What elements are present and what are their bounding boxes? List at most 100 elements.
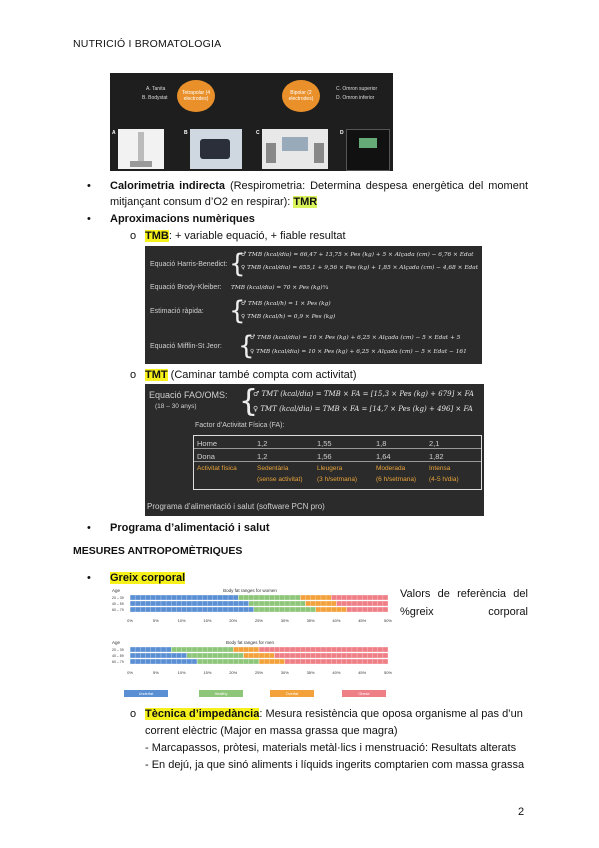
x-tick-label: 35% [307, 670, 315, 675]
tmb-line: TMB: + variable equació, + fiable result… [145, 228, 346, 244]
bar-segment-underfat [129, 600, 249, 607]
harris-benedict-label: Equació Harris-Benedict: [150, 261, 228, 268]
estimacio-rapida-male: ♂ TMB (kcal/h) = 1 × Pes (kg) [241, 301, 331, 307]
fa-cell: (sense activitat) [257, 476, 303, 483]
page-header: NUTRICIÓ I BROMATOLOGIA [73, 38, 222, 50]
bar-segment-healthy [186, 652, 244, 659]
x-tick-label: 45% [358, 670, 366, 675]
fa-cell: Moderada [376, 465, 406, 472]
x-tick-label: 15% [203, 670, 211, 675]
chart-title: Body fat ranges for women [223, 588, 277, 593]
x-tick-label: 30% [281, 670, 289, 675]
fa-cell: Activitat física [197, 465, 237, 472]
tmr-tag: TMR [293, 196, 318, 208]
device-omron-superior-image [262, 129, 328, 169]
legend-label: Underfat [139, 692, 155, 696]
harris-benedict-female: ♀ TMB (kcal/dia) = 655,1 + 9,56 × Pes (k… [241, 265, 479, 271]
bar-segment-obese [331, 594, 389, 601]
fa-table [193, 435, 482, 490]
fa-cell: Sedentària [257, 465, 289, 472]
fa-cell: 1,64 [376, 452, 391, 461]
fa-cell: Lleugera [317, 465, 343, 472]
mifflin-label: Equació Mifflin-St Jeor: [150, 343, 222, 350]
tmt-text: (Caminar també compta com activitat) [167, 369, 357, 381]
fa-cell: Home [197, 439, 218, 448]
calorimetria-title: Calorimetria indirecta [110, 180, 225, 192]
brace-icon: { [238, 331, 255, 361]
x-tick-label: 0% [127, 670, 133, 675]
fa-cell: 1,82 [429, 452, 444, 461]
x-tick-label: 50% [384, 670, 392, 675]
fa-table-title: Factor d’Activitat Física (FA): [195, 422, 285, 429]
estimacio-rapida-label: Estimació ràpida: [150, 308, 204, 315]
programa-item: Programa d’alimentació i salut [110, 522, 270, 534]
tmt-tag: TMT [145, 369, 168, 381]
device-letter-b: B [184, 130, 188, 136]
x-tick-label: 35% [307, 618, 315, 623]
legend-label: Healthy [215, 692, 228, 696]
impedancia-line3: - Marcapassos, pròtesi, materials metàl·… [145, 742, 517, 754]
greix-title: Greix corporal [110, 572, 186, 584]
legend-label: Obese [358, 692, 369, 696]
bar-segment-healthy [248, 600, 306, 607]
brace-icon: { [239, 384, 259, 419]
legend-label: Overfat [286, 692, 299, 696]
legend-swatch-obese [342, 690, 386, 697]
x-tick-label: 5% [153, 618, 159, 623]
x-tick-label: 40% [332, 670, 340, 675]
bar-segment-underfat [129, 658, 198, 665]
x-tick-label: 20% [229, 670, 237, 675]
bar-segment-obese [258, 646, 389, 653]
bullet-dot: • [87, 213, 91, 225]
device-letter-c: C [256, 130, 260, 136]
age-row-label: 20 – 39 [112, 648, 124, 652]
x-tick-label: 0% [127, 618, 133, 623]
sub-bullet: o [130, 369, 137, 381]
fa-cell: 1,55 [317, 439, 332, 448]
x-tick-label: 15% [203, 618, 211, 623]
fao-oms-label: Equació FAO/OMS: [149, 390, 228, 400]
fa-cell: 1,2 [257, 452, 268, 461]
chart-age-label: Age [112, 640, 121, 645]
bar-segment-underfat [129, 594, 239, 601]
sub-bullet: o [130, 230, 137, 242]
bar-segment-overfat [258, 658, 285, 665]
fa-cell: (4-5 h/dia) [429, 476, 459, 483]
x-tick-label: 25% [255, 670, 263, 675]
bar-segment-overfat [233, 646, 260, 653]
fa-cell: Dona [197, 452, 215, 461]
label-bodystat: B. Bodystat [142, 95, 168, 101]
impedancia-line2: corrent elèctric (Major en massa grassa … [145, 725, 398, 737]
fao-oms-age: (18 – 30 anys) [155, 403, 197, 410]
chart-title: Body fat ranges for men [226, 640, 275, 645]
fa-cell: 1,8 [376, 439, 387, 448]
bioimpedance-devices-figure: A. Tanita B. Bodystat Tetrapolar (4 elec… [110, 73, 393, 171]
age-row-label: 60 – 79 [112, 660, 124, 664]
device-letter-a: A [112, 130, 116, 136]
tmb-equations-box: Equació Harris-Benedict: { ♂ TMB (kcal/d… [145, 246, 482, 364]
x-tick-label: 5% [153, 670, 159, 675]
impedancia-line4: - En dejú, ja que sinó aliments i líquid… [145, 759, 525, 771]
bullet-dot: • [87, 572, 91, 584]
bipolar-pill: Bipolar (2 electrodes) [282, 80, 320, 112]
x-tick-label: 40% [332, 618, 340, 623]
legend-swatch-healthy [199, 690, 243, 697]
fa-cell: 2,1 [429, 439, 440, 448]
legend-swatch-underfat [124, 690, 168, 697]
brody-kleiber-formula: TMB (kcal/dia) = 70 × Pes (kg)³⁄₄ [231, 285, 329, 291]
estimacio-rapida-female: ♀ TMB (kcal/h) = 0,9 × Pes (kg) [241, 314, 336, 320]
impedancia-paragraph: Tècnica d’impedància: Mesura resistència… [145, 708, 523, 720]
bullet-dot: • [87, 522, 91, 534]
x-tick-label: 30% [281, 618, 289, 623]
brace-icon: { [229, 296, 246, 326]
tmt-formula-female: ♀ TMT (kcal/dia) = TMB × FA = [14,7 × Pe… [253, 405, 473, 413]
harris-benedict-male: ♂ TMB (kcal/dia) = 66,47 + 13,75 × Pes (… [241, 252, 474, 258]
brace-icon: { [229, 249, 246, 279]
tmb-tag: TMB [145, 230, 169, 242]
sub-bullet: o [130, 708, 137, 720]
device-letter-d: D [340, 130, 344, 136]
age-row-label: 20 – 39 [112, 596, 124, 600]
pcn-pro-footer: Programa d’alimentació i salut (software… [147, 502, 325, 511]
tmb-text: : + variable equació, + fiable resultat [168, 230, 346, 242]
